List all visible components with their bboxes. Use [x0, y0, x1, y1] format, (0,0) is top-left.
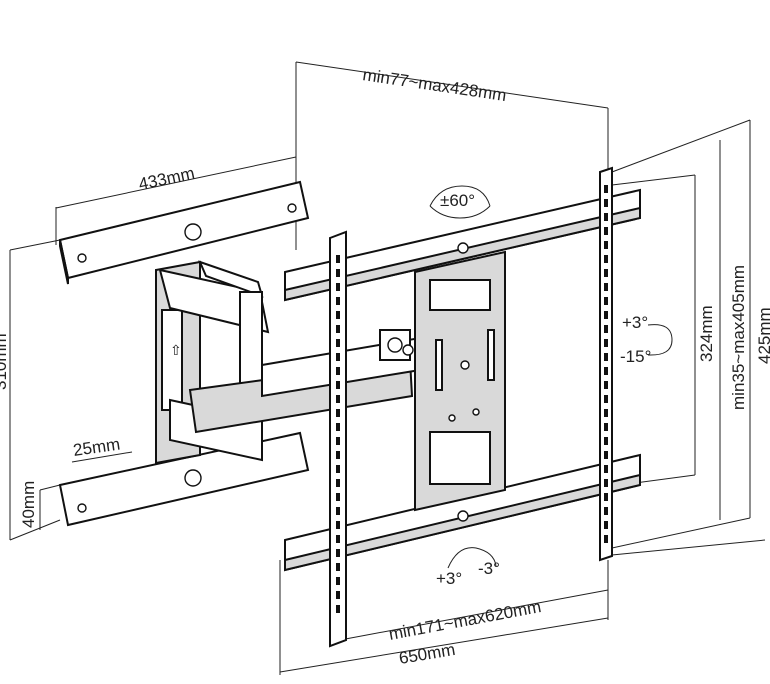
overall-width-label: 650mm [398, 640, 457, 668]
arm-slot [336, 563, 340, 571]
arm-slot [604, 367, 608, 375]
arm-slot [604, 521, 608, 529]
arm-slot [336, 465, 340, 473]
arm-slot [604, 493, 608, 501]
arm-slot [336, 311, 340, 319]
tilt-down-label: -15° [620, 347, 651, 366]
arm-slot [336, 283, 340, 291]
arm-slot [336, 325, 340, 333]
arm-slot [604, 199, 608, 207]
arm-slot [336, 549, 340, 557]
arm-slot [336, 367, 340, 375]
arm-slot [604, 465, 608, 473]
vertical-arm-holes [336, 185, 608, 613]
arm-slot [604, 339, 608, 347]
center-plate [414, 250, 506, 512]
arm-slot [336, 381, 340, 389]
swivel-label: ±60° [440, 191, 475, 210]
arm-slot [336, 577, 340, 585]
arm-slot [604, 297, 608, 305]
bracket-height-label: 425mm [755, 307, 770, 364]
arm-slot [604, 269, 608, 277]
arm-slot [336, 479, 340, 487]
arm-slot [336, 451, 340, 459]
arm-slot [604, 423, 608, 431]
arm-slot [336, 437, 340, 445]
arm-slot [336, 423, 340, 431]
tilt-up-label: +3° [622, 313, 648, 332]
arm-slot [336, 255, 340, 263]
arm-slot [604, 437, 608, 445]
wall-plate-thickness-label: 25mm [72, 435, 121, 460]
arm-slot [604, 185, 608, 193]
arm-slot [604, 395, 608, 403]
rotation-indicators [429, 185, 673, 569]
svg-text:⇧: ⇧ [170, 342, 182, 358]
arm-extension-label: min77~max428mm [361, 65, 507, 105]
arm-slot [604, 213, 608, 221]
arm-slot [336, 507, 340, 515]
arm-slot [336, 353, 340, 361]
tv-vertical-arms [329, 166, 613, 648]
arm-slot [604, 535, 608, 543]
level-minus-label: -3° [478, 559, 500, 578]
arm-slot [604, 381, 608, 389]
arm-slot [336, 521, 340, 529]
arm-slot [604, 353, 608, 361]
arm-slot [604, 311, 608, 319]
arm-slot [604, 227, 608, 235]
arm-slot [604, 325, 608, 333]
rail-vertical-inner-label: 324mm [697, 305, 716, 362]
arm-slot [604, 283, 608, 291]
vertical-range-label: min35~max405mm [729, 265, 748, 410]
arm-slot [336, 535, 340, 543]
arm-slot [336, 409, 340, 417]
arm-slot [336, 591, 340, 599]
arm-slot [604, 479, 608, 487]
horizontal-range-label: min171~max620mm [387, 597, 542, 644]
arm-slot [604, 241, 608, 249]
wall-rail-height-label: 40mm [19, 481, 38, 528]
arm-slot [336, 297, 340, 305]
arm-slot [336, 269, 340, 277]
arm-slot [604, 451, 608, 459]
level-plus-label: +3° [436, 569, 462, 588]
tv-rails [284, 188, 641, 572]
arm-slot [336, 395, 340, 403]
arm-slot [336, 605, 340, 613]
wall-plate-height-label: 310mm [0, 333, 10, 390]
dimension-lines [9, 61, 766, 675]
arm-length-label: 433mm [137, 164, 196, 194]
arm-slot [336, 493, 340, 501]
wall-plate: ⇧ [58, 180, 310, 527]
arm-slot [336, 339, 340, 347]
arm-slot [604, 409, 608, 417]
arm-slot [604, 255, 608, 263]
arm-slot [604, 507, 608, 515]
